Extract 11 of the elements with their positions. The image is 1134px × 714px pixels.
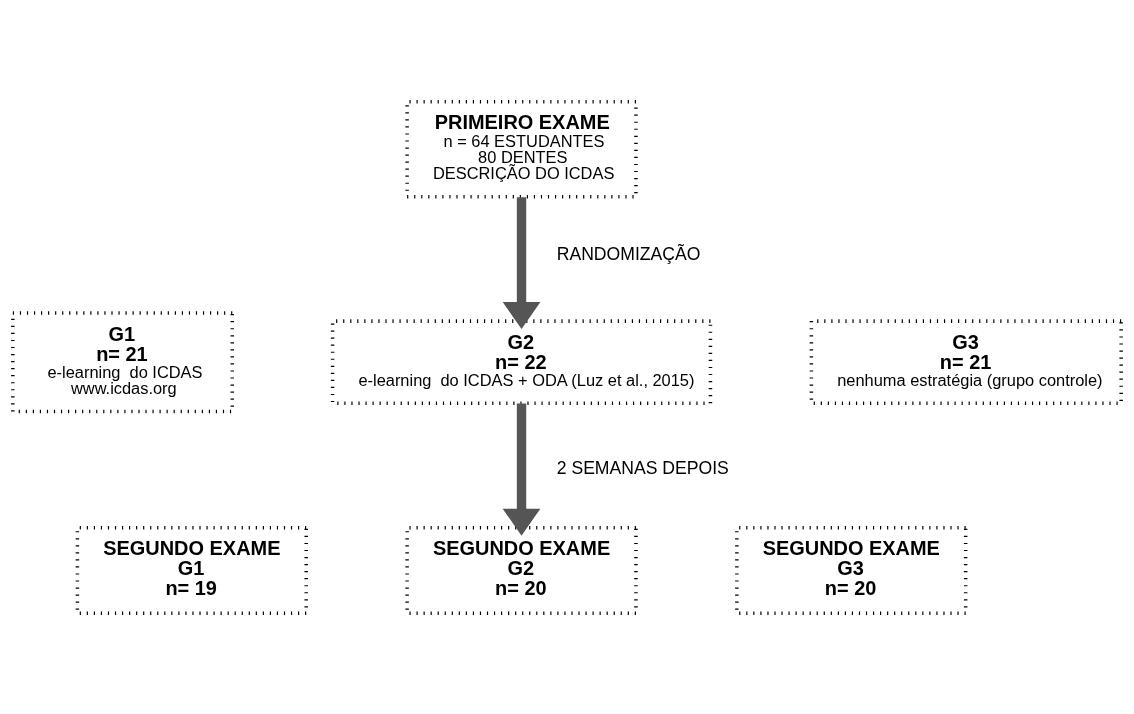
edge-label: 2 SEMANAS DEPOIS: [556, 457, 729, 478]
edge-label: RANDOMIZAÇÃO: [556, 243, 701, 264]
node-box: G3 n= 21 nenhuma estratégia (grupo controle): [809, 318, 1123, 405]
arrow: [502, 403, 541, 536]
node-box: SEGUNDO EXAME G1 n= 19: [75, 525, 308, 615]
node-box: SEGUNDO EXAME G2 n= 20: [405, 525, 638, 615]
node-box: G2 n= 22 e-learning do ICDAS + ODA (Luz et al., 2015): [330, 318, 713, 405]
node-box: SEGUNDO EXAME G3 n= 20: [735, 525, 968, 615]
arrow: [502, 196, 541, 329]
node-box: G1 n= 21 e-learning do ICDAS www.icdas.org: [11, 310, 235, 413]
node-box: PRIMEIRO EXAME n = 64 ESTUDANTES 80 DENTES DESCRIÇÃO DO ICDAS: [405, 99, 638, 198]
